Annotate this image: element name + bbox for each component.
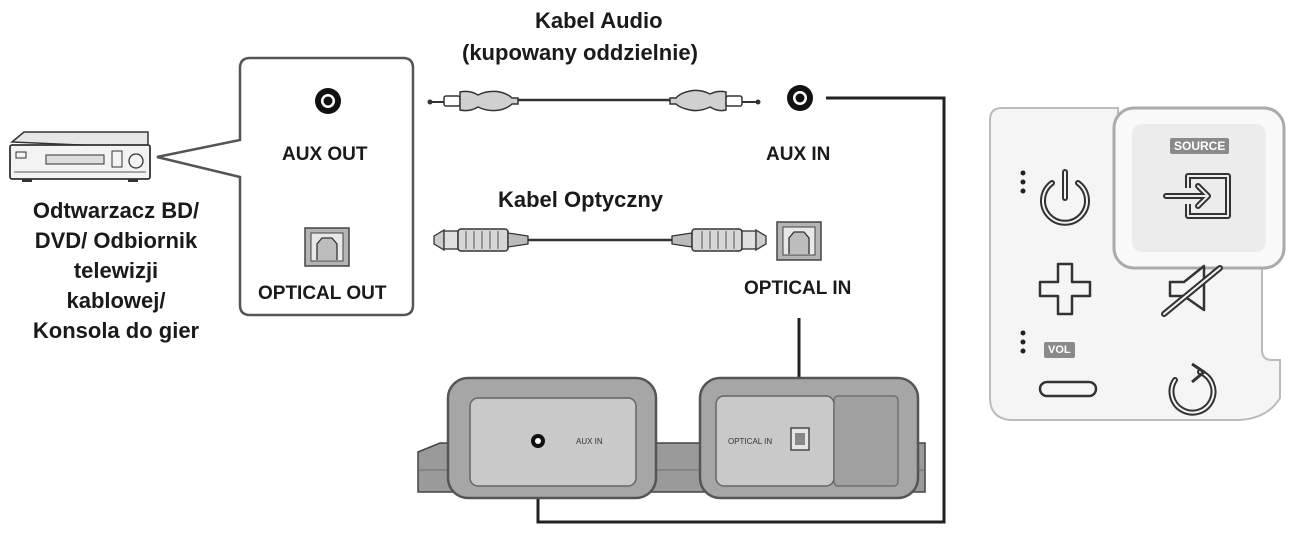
- optical-in-label: OPTICAL IN: [744, 278, 852, 299]
- speaker-aux-in-label: AUX IN: [576, 437, 603, 446]
- power-icon: [1040, 169, 1090, 226]
- aux-out-label: AUX OUT: [282, 144, 368, 165]
- aux-in-label: AUX IN: [766, 144, 831, 165]
- source-device-label-line: kablowej/: [66, 288, 166, 313]
- minus-icon: [1038, 380, 1098, 398]
- aux-jack-icon: [315, 88, 341, 114]
- source-device-label-line: Odtwarzacz BD/: [32, 198, 200, 223]
- optical-cable-icon: [433, 228, 767, 252]
- source-device-label-line: DVD/ Odbiornik: [34, 228, 198, 253]
- vol-badge: VOL: [1044, 342, 1075, 358]
- aux-jack-icon: [787, 85, 813, 111]
- audio-cable-note: (kupowany oddzielnie): [462, 40, 698, 65]
- control-panel: [989, 106, 1286, 421]
- optical-out-label: OPTICAL OUT: [258, 283, 387, 304]
- plus-icon: [1038, 262, 1092, 316]
- source-badge: SOURCE: [1170, 138, 1230, 154]
- audio-cable-icon: [427, 89, 761, 112]
- source-input-icon: [1163, 173, 1231, 219]
- optical-port-icon: [776, 221, 822, 261]
- repeat-icon: [1168, 362, 1217, 416]
- audio-cable-label: Kabel Audio: [535, 8, 663, 33]
- source-device-label-line: Konsola do gier: [32, 318, 200, 343]
- mute-icon: [1161, 264, 1223, 317]
- source-device-label-line: telewizji: [73, 258, 159, 283]
- source-device-icon: [9, 131, 151, 182]
- optical-cable-label: Kabel Optyczny: [498, 187, 664, 212]
- speaker-rear-panel: AUX IN OPTICAL IN: [417, 376, 926, 500]
- speaker-optical-in-label: OPTICAL IN: [728, 437, 772, 446]
- optical-port-icon: [304, 227, 350, 267]
- source-device-label: Odtwarzacz BD/ DVD/ Odbiornik telewizji …: [10, 196, 222, 346]
